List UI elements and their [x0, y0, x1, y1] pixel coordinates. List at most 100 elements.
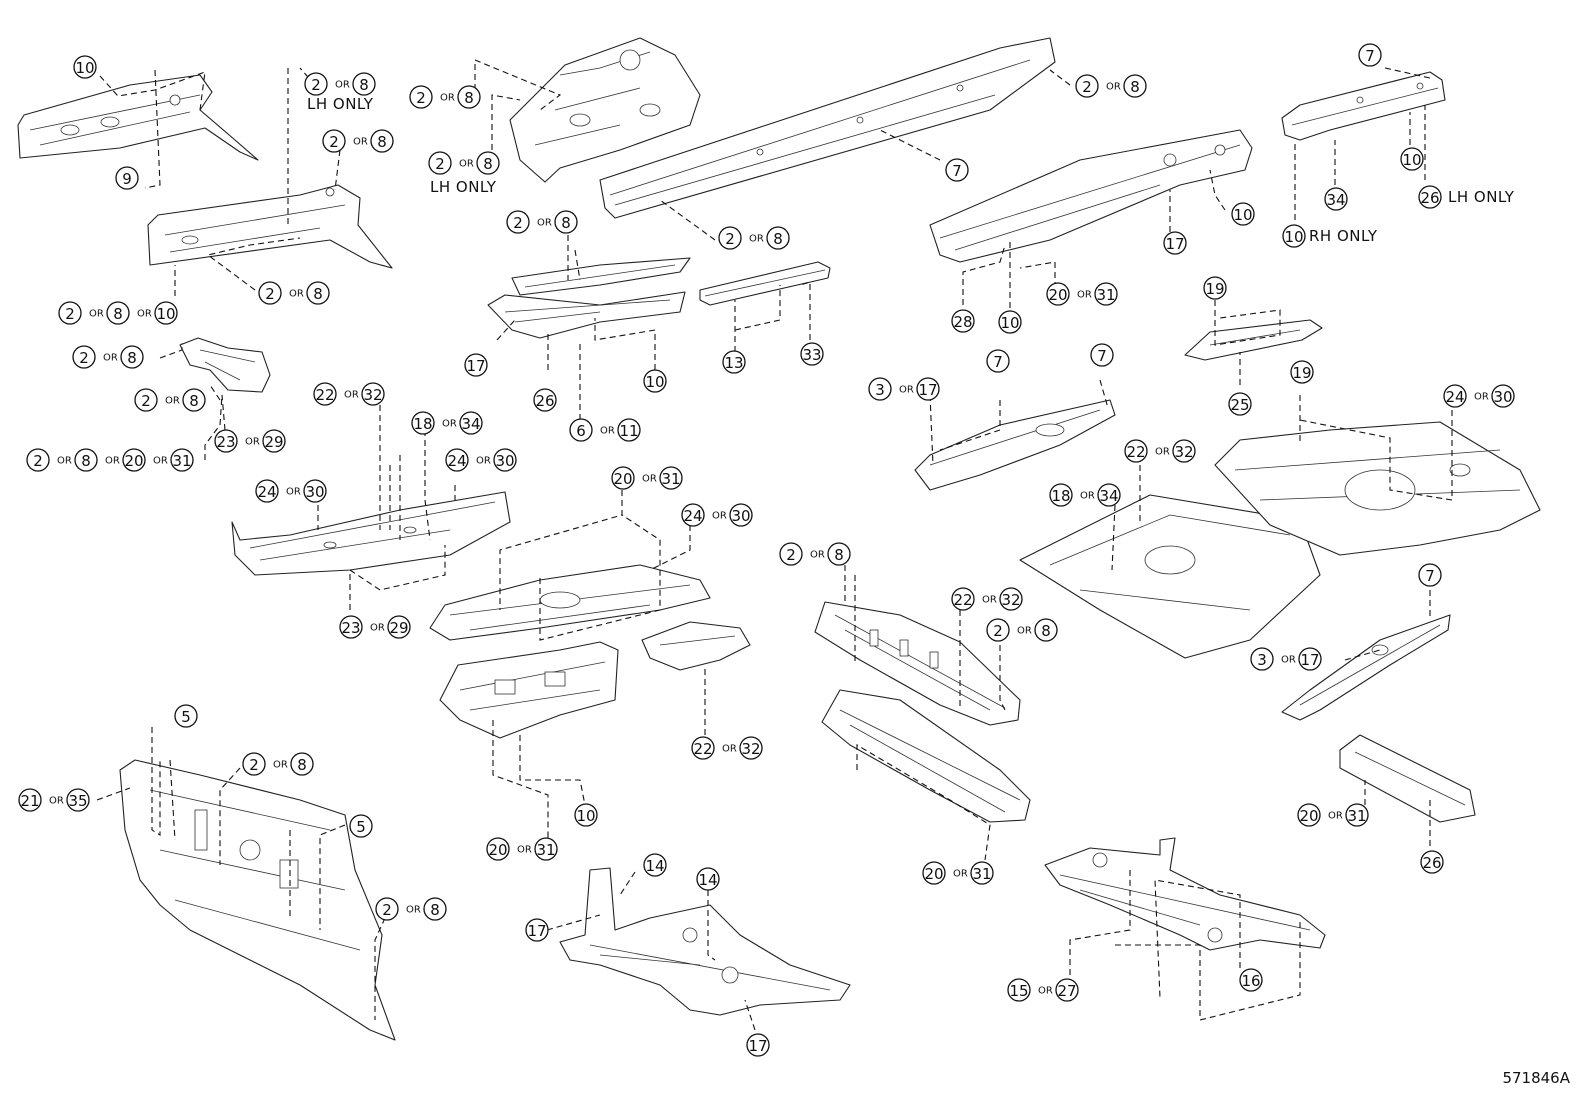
- callout-circle: [729, 503, 753, 527]
- callout-number: 8: [561, 214, 571, 232]
- callout-circle: [120, 345, 144, 369]
- callout-circle: [766, 226, 790, 250]
- callout-circle: [58, 301, 82, 325]
- callout-circle: [493, 448, 517, 472]
- callout-circle: [951, 587, 975, 611]
- callout-number: 24: [1445, 388, 1464, 406]
- callout-number: 10: [1000, 314, 1019, 332]
- front-apron-left: [147, 184, 393, 269]
- callout-number: 31: [536, 841, 555, 859]
- callout-number: 13: [724, 354, 743, 372]
- callout-number: 32: [1174, 443, 1193, 461]
- callout-c-34-a: 34: [1324, 187, 1348, 211]
- callout-circle: [72, 345, 96, 369]
- callout-circle: [1324, 187, 1348, 211]
- callout-number: 22: [953, 591, 972, 609]
- rear-floor-spare-pan: [1214, 421, 1541, 556]
- callout-number: 10: [156, 305, 175, 323]
- or-connector: OR: [600, 426, 615, 437]
- callout-number: 17: [466, 357, 485, 375]
- callout-circle: [868, 377, 892, 401]
- callout-circle: [1123, 74, 1147, 98]
- or-connector: OR: [273, 760, 288, 771]
- callout-number: 27: [1057, 982, 1076, 1000]
- callout-circle: [970, 861, 994, 885]
- callout-number: 19: [1292, 364, 1311, 382]
- callout-circle: [486, 837, 510, 861]
- callout-number: 29: [264, 433, 283, 451]
- callout-number: 8: [377, 133, 387, 151]
- or-connector: OR: [476, 456, 491, 467]
- callout-number: 8: [127, 349, 137, 367]
- callout-number: 2: [1082, 78, 1092, 96]
- callout-number: 18: [413, 415, 432, 433]
- callout-circle: [262, 429, 286, 453]
- or-connector: OR: [286, 487, 301, 498]
- callout-number: 17: [527, 922, 546, 940]
- callout-number: 10: [75, 59, 94, 77]
- callout-circle: [1097, 483, 1121, 507]
- callout-c-17-b: 17: [1163, 231, 1187, 255]
- callout-circle: [258, 281, 282, 305]
- callout-number: 3: [1257, 651, 1267, 669]
- callout-number: 2: [249, 756, 259, 774]
- callout-circle: [375, 897, 399, 921]
- dash-panel: [119, 759, 396, 1041]
- callout-number: 2: [513, 214, 523, 232]
- callout-circle: [611, 466, 635, 490]
- callout-circle: [569, 418, 593, 442]
- callout-circle: [290, 752, 314, 776]
- callout-circle: [26, 448, 50, 472]
- callout-circle: [1007, 978, 1031, 1002]
- callout-number: 26: [1420, 189, 1439, 207]
- callout-circle: [574, 803, 598, 827]
- or-connector: OR: [153, 456, 168, 467]
- callout-number: 8: [1130, 78, 1140, 96]
- callout-number: 2: [65, 305, 75, 323]
- callout-note: RH ONLY: [1309, 227, 1378, 245]
- or-connector: OR: [165, 396, 180, 407]
- callout-circle: [214, 429, 238, 453]
- or-connector: OR: [953, 869, 968, 880]
- callout-number: 22: [315, 386, 334, 404]
- callout-circle: [643, 369, 667, 393]
- figure-code: 571846A: [1502, 1069, 1570, 1087]
- callout-circle: [457, 85, 481, 109]
- callout-note: LH ONLY: [430, 178, 497, 196]
- or-connector: OR: [89, 309, 104, 320]
- callout-circle: [696, 867, 720, 891]
- callout-circle: [1034, 618, 1058, 642]
- callout-circle: [411, 411, 435, 435]
- callout-number: 8: [773, 230, 783, 248]
- callout-number: 30: [1493, 388, 1512, 406]
- callout-circle: [304, 72, 328, 96]
- front-side-member-upper-left: [17, 74, 259, 161]
- or-connector: OR: [982, 595, 997, 606]
- floor-side-inner-upper: [511, 257, 691, 296]
- callout-circle: [1297, 803, 1321, 827]
- callout-number: 15: [1009, 982, 1028, 1000]
- callout-circle: [74, 448, 98, 472]
- callout-number: 10: [645, 373, 664, 391]
- rear-suspension-subframe: [1044, 837, 1326, 951]
- callout-circle: [1163, 231, 1187, 255]
- callout-number: 20: [613, 470, 632, 488]
- callout-c-10-d: 10: [998, 310, 1022, 334]
- or-connector: OR: [899, 385, 914, 396]
- or-connector: OR: [1017, 626, 1032, 637]
- rocker-outer-rail: [599, 37, 1056, 219]
- callout-circle: [303, 479, 327, 503]
- callout-circle: [739, 736, 763, 760]
- callout-circle: [554, 210, 578, 234]
- callout-number: 20: [124, 452, 143, 470]
